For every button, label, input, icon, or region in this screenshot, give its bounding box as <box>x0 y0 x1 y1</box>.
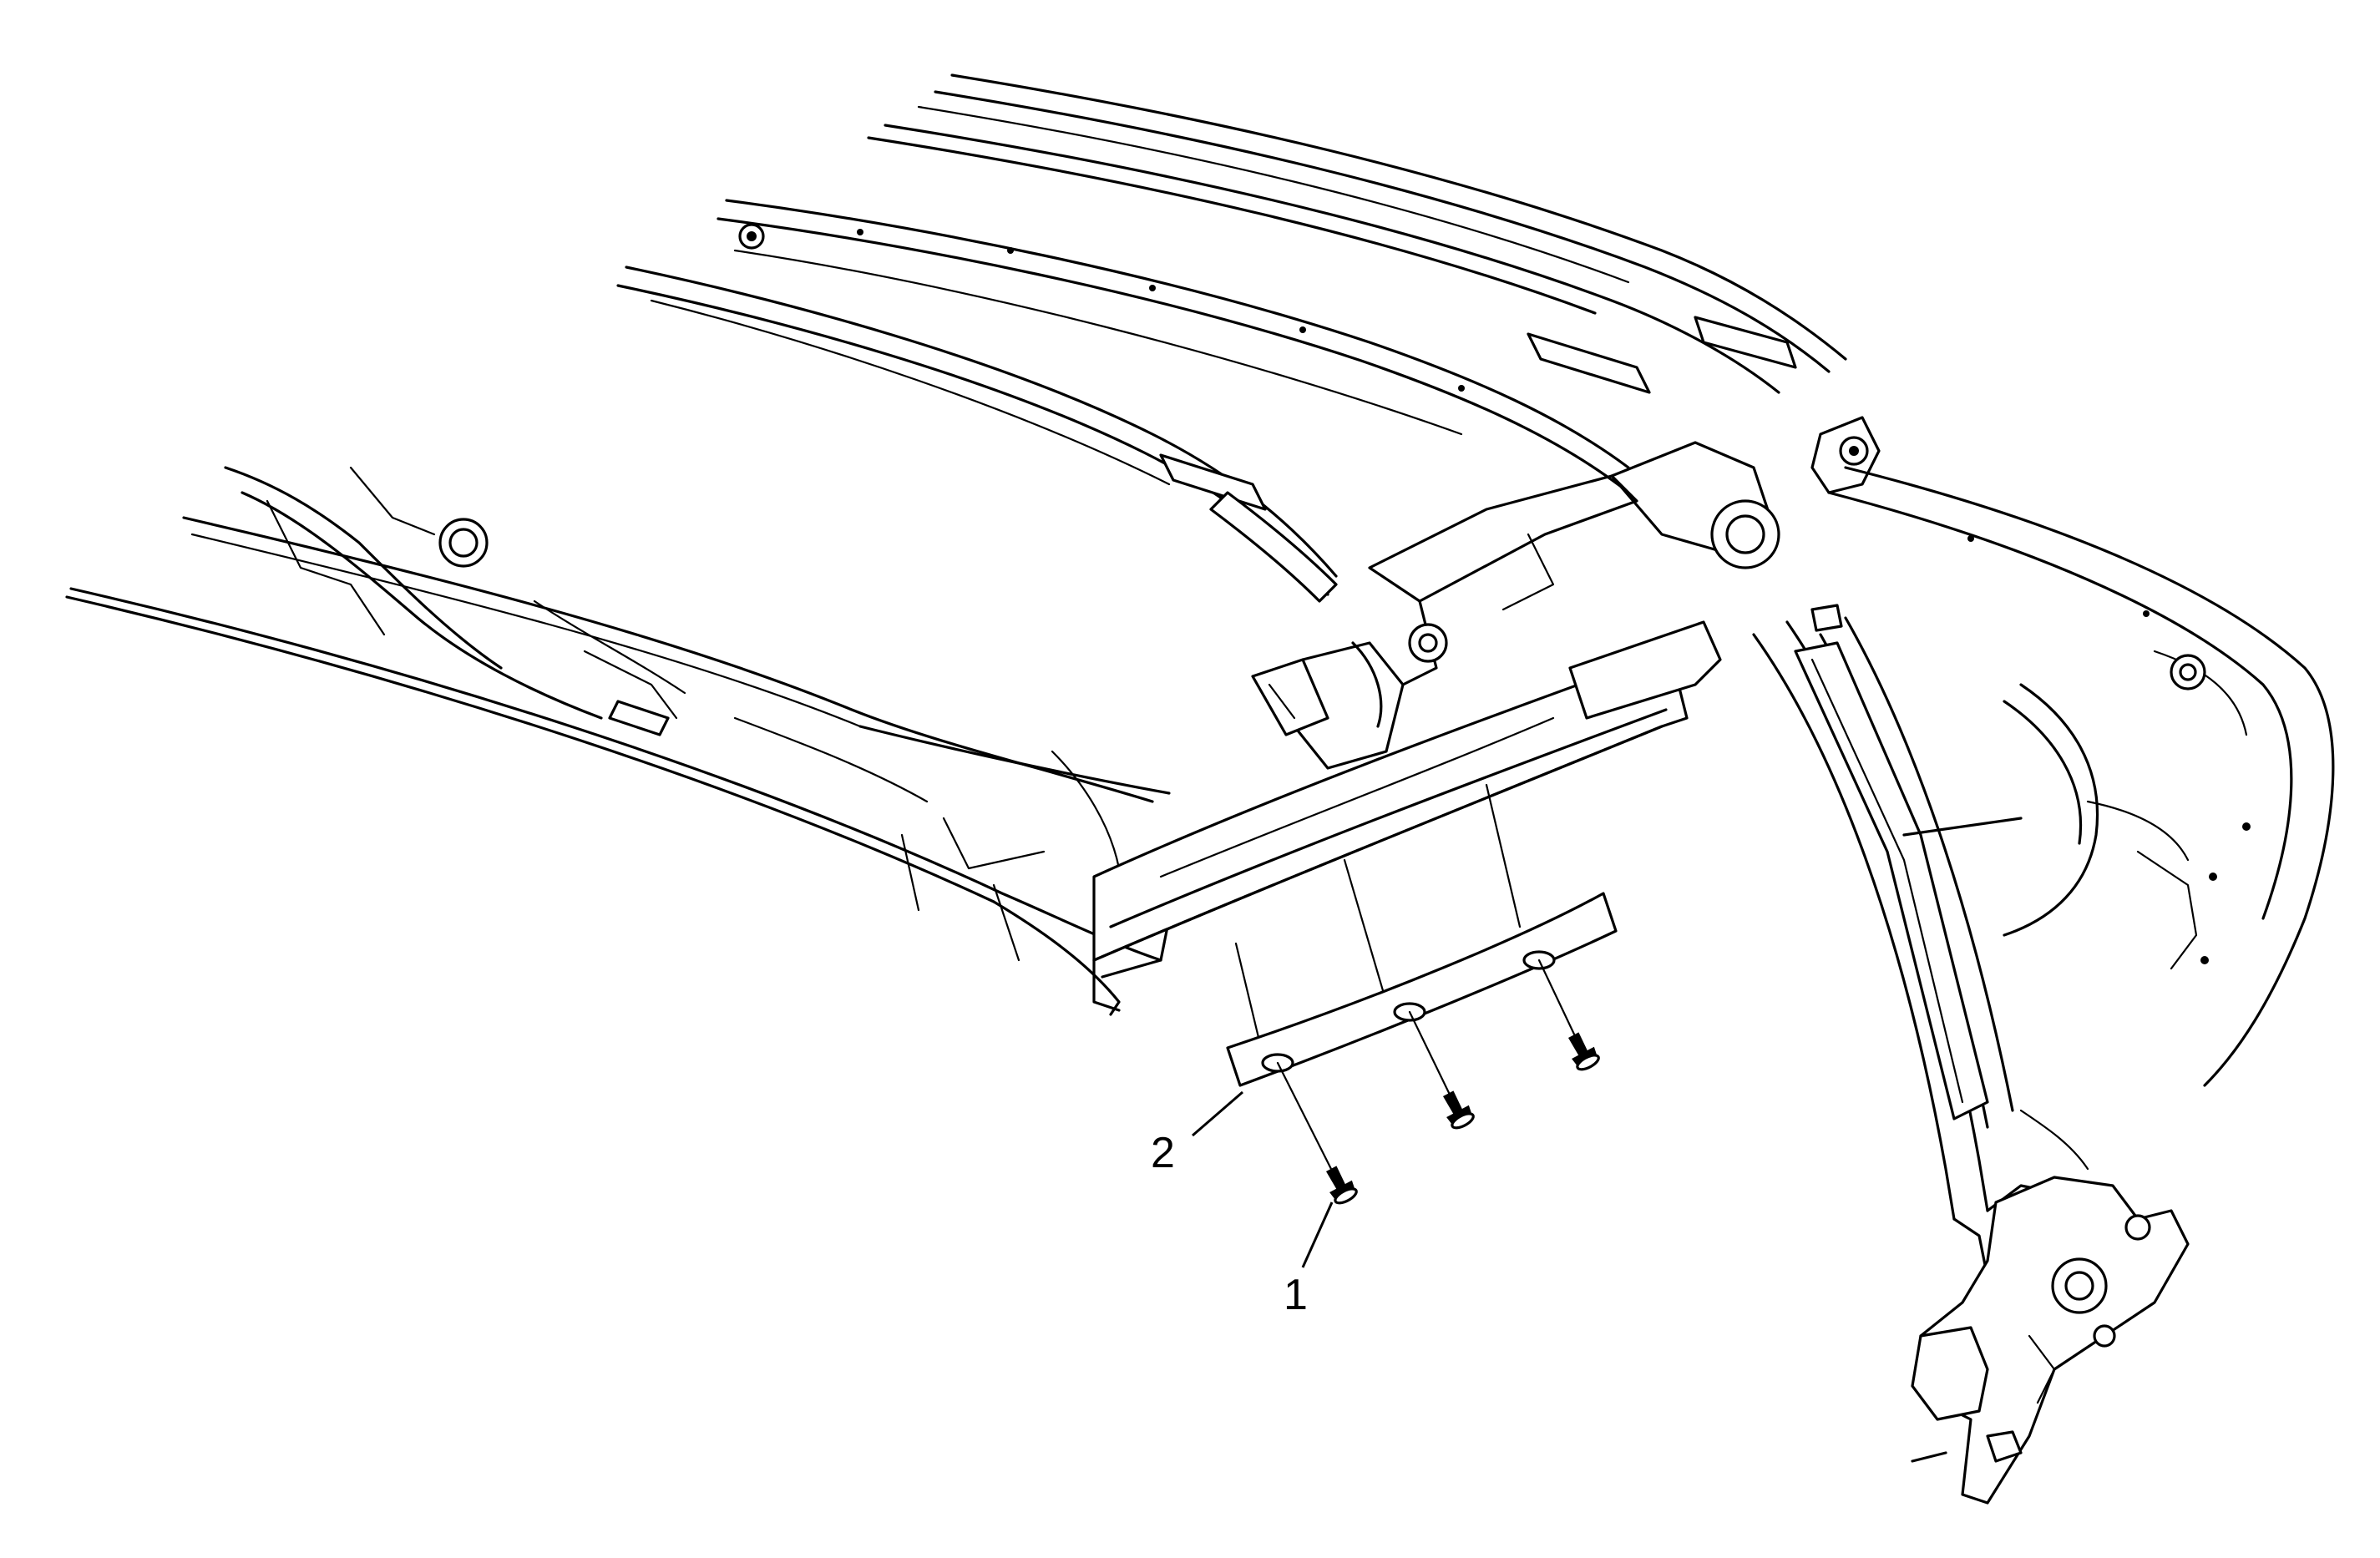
callout-1: 1 <box>1284 1201 1334 1319</box>
rear-quarter-frame <box>1827 466 2335 1087</box>
callout-1-label: 1 <box>1284 1271 1308 1319</box>
molding-installed <box>1092 620 1722 1012</box>
screw-1 <box>1325 1166 1358 1205</box>
front-header-panel <box>65 466 1171 1016</box>
pivot-hinge-bracket <box>1911 1176 2190 1505</box>
fasteners <box>1276 959 1600 1205</box>
projection-lines <box>1234 783 1522 1050</box>
convertible-top-frame <box>65 73 2335 1505</box>
roof-rails <box>616 73 2251 964</box>
molding-exploded <box>1226 892 1618 1087</box>
screw-3 <box>1567 1032 1600 1071</box>
center-linkage <box>1251 416 1881 770</box>
screw-2 <box>1442 1090 1475 1130</box>
rear-side-pillar <box>1752 604 2089 1313</box>
callout-2: 2 <box>1151 1090 1243 1177</box>
callout-2-label: 2 <box>1151 1129 1175 1177</box>
